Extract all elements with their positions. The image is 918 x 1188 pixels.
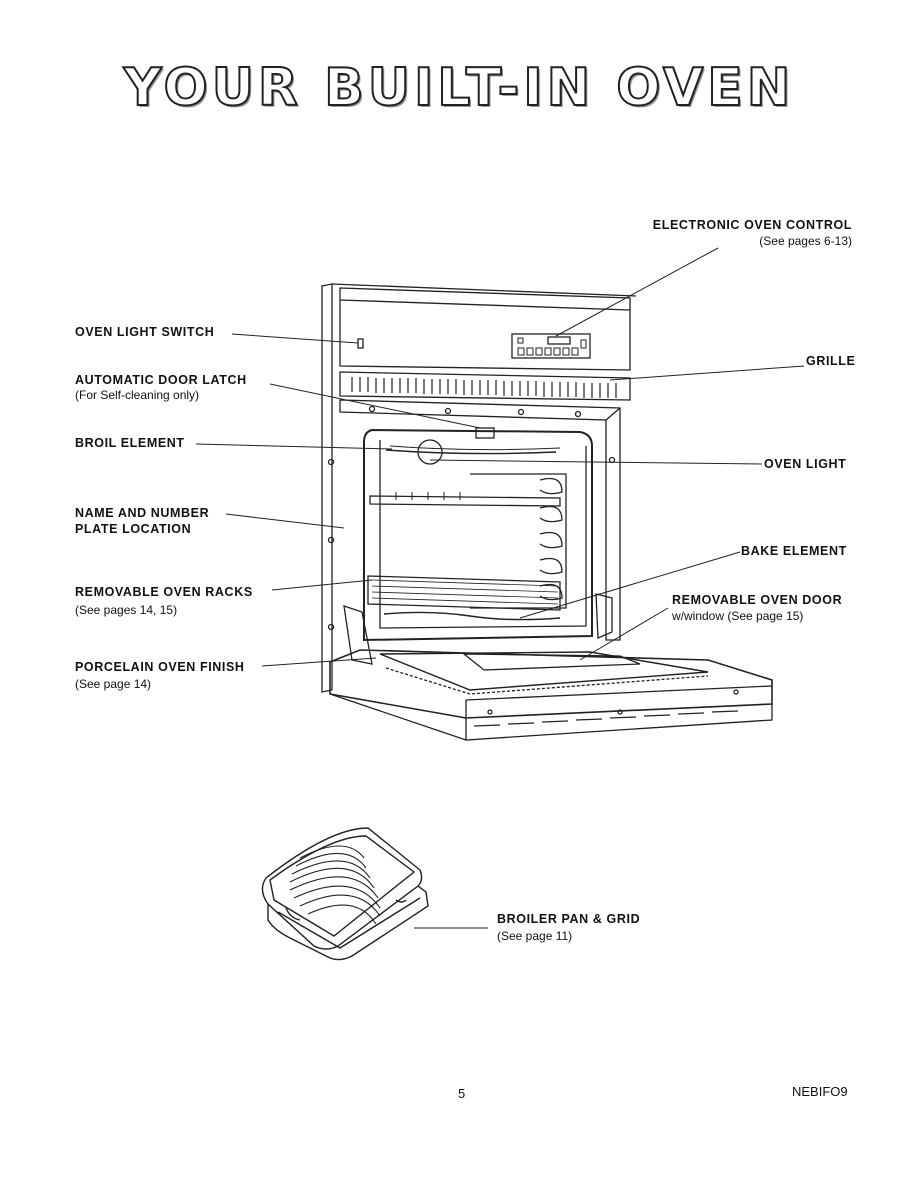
label-oven-light: OVEN LIGHT <box>764 457 847 471</box>
label-removable-oven-racks: REMOVABLE OVEN RACKS <box>75 585 253 599</box>
label-name-number-plate-1: NAME AND NUMBER <box>75 506 210 520</box>
label-electronic-oven-control: ELECTRONIC OVEN CONTROL <box>652 218 852 232</box>
label-automatic-door-latch-note: (For Self-cleaning only) <box>75 388 200 402</box>
label-automatic-door-latch: AUTOMATIC DOOR LATCH <box>75 373 247 387</box>
label-oven-light-switch: OVEN LIGHT SWITCH <box>75 325 215 339</box>
document-code: NEBIFO9 <box>792 1084 848 1099</box>
label-electronic-oven-control-ref: (See pages 6-13) <box>759 234 852 248</box>
broiler-pan-illustration <box>261 827 429 961</box>
label-broiler-pan-grid-ref: (See page 11) <box>497 929 573 943</box>
label-removable-oven-door-ref: w/window (See page 15) <box>672 609 804 623</box>
label-grille: GRILLE <box>806 354 856 368</box>
page-number: 5 <box>458 1086 466 1101</box>
page-title: YOUR BUILT-IN OVEN <box>123 57 795 119</box>
label-removable-oven-door: REMOVABLE OVEN DOOR <box>672 593 843 607</box>
label-broiler-pan-grid: BROILER PAN & GRID <box>497 912 641 926</box>
label-removable-oven-racks-ref: (See pages 14, 15) <box>75 603 178 617</box>
label-name-number-plate-2: PLATE LOCATION <box>75 522 192 536</box>
label-bake-element: BAKE ELEMENT <box>741 544 847 558</box>
label-broil-element: BROIL ELEMENT <box>75 436 185 450</box>
label-porcelain-oven-finish-ref: (See page 14) <box>75 677 152 691</box>
label-porcelain-oven-finish: PORCELAIN OVEN FINISH <box>75 660 245 674</box>
